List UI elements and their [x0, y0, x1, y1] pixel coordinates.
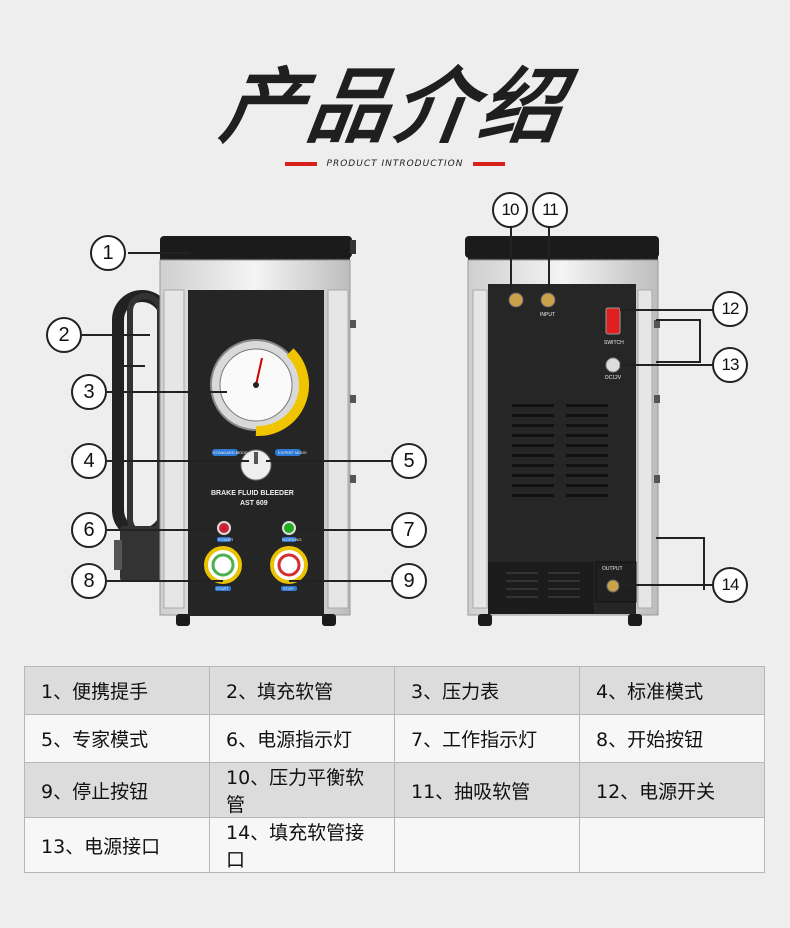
front-device — [112, 236, 356, 626]
table-cell: 10、压力平衡软管 — [209, 762, 395, 818]
callout-1: 1 — [90, 235, 126, 271]
table-row: 9、停止按钮 10、压力平衡软管 11、抽吸软管 12、电源开关 — [24, 762, 765, 818]
table-cell — [579, 817, 765, 873]
stop-button-label: STOP — [283, 586, 294, 591]
working-lamp-label: WORKING — [282, 537, 302, 542]
output-label: OUTPUT — [602, 566, 623, 572]
red-bar-right — [473, 162, 506, 166]
table-cell: 14、填充软管接口 — [209, 817, 395, 873]
table-cell: 1、便携提手 — [24, 666, 210, 715]
vents — [512, 404, 608, 497]
hose-connector — [120, 526, 160, 582]
callout-11: 11 — [532, 192, 568, 228]
table-row: 5、专家模式 6、电源指示灯 7、工作指示灯 8、开始按钮 — [24, 714, 765, 763]
input-label: INPUT — [540, 312, 555, 318]
callout-14: 14 — [712, 567, 748, 603]
back-device — [465, 236, 705, 626]
callout-13: 13 — [712, 347, 748, 383]
table-cell: 12、电源开关 — [579, 762, 765, 818]
table-cell: 2、填充软管 — [209, 666, 395, 715]
table-cell: 11、抽吸软管 — [394, 762, 580, 818]
power-switch — [605, 307, 621, 335]
back-panel — [488, 284, 636, 614]
dc-socket — [605, 357, 621, 373]
working-lamp — [282, 521, 296, 535]
power-lamp — [217, 521, 231, 535]
table-cell: 6、电源指示灯 — [209, 714, 395, 763]
mode-knob — [240, 449, 272, 481]
product-illustration — [112, 236, 705, 626]
power-lamp-label: POWER — [218, 537, 234, 542]
callout-7: 7 — [391, 512, 427, 548]
dc-label: DC12V — [605, 375, 622, 381]
page-subtitle: PRODUCT INTRODUCTION — [326, 159, 464, 169]
product-name-label: BRAKE FLUID BLEEDER — [211, 490, 294, 497]
feature-table: 1、便携提手 2、填充软管 3、压力表 4、标准模式 5、专家模式 6、电源指示… — [24, 666, 765, 873]
table-row: 13、电源接口 14、填充软管接口 — [24, 817, 765, 873]
table-cell: 7、工作指示灯 — [394, 714, 580, 763]
callout-12: 12 — [712, 291, 748, 327]
table-cell: 5、专家模式 — [24, 714, 210, 763]
table-cell: 9、停止按钮 — [24, 762, 210, 818]
expert-mode-label: EXPERT MODE — [278, 450, 307, 455]
switch-label: SWITCH — [604, 340, 624, 346]
start-button-label: START — [216, 586, 229, 591]
suction-hose-port — [540, 292, 556, 308]
table-cell: 4、标准模式 — [579, 666, 765, 715]
callout-10: 10 — [492, 192, 528, 228]
callout-3: 3 — [71, 374, 107, 410]
back-carry-handle — [465, 236, 659, 258]
callout-6: 6 — [71, 512, 107, 548]
subtitle-row: PRODUCT INTRODUCTION — [0, 154, 790, 174]
carry-handle — [160, 236, 352, 258]
callout-9: 9 — [391, 563, 427, 599]
model-label: AST 609 — [240, 500, 268, 507]
callout-2: 2 — [46, 317, 82, 353]
balance-hose-port — [508, 292, 524, 308]
table-cell: 13、电源接口 — [24, 817, 210, 873]
table-cell: 3、压力表 — [394, 666, 580, 715]
standard-mode-label: STANDARD MODE — [213, 450, 248, 455]
fill-hose-port — [606, 579, 620, 593]
callout-8: 8 — [71, 563, 107, 599]
red-bar-left — [284, 162, 317, 166]
callout-4: 4 — [71, 443, 107, 479]
table-cell — [394, 817, 580, 873]
table-row: 1、便携提手 2、填充软管 3、压力表 4、标准模式 — [24, 666, 765, 715]
table-cell: 8、开始按钮 — [579, 714, 765, 763]
callout-5: 5 — [391, 443, 427, 479]
